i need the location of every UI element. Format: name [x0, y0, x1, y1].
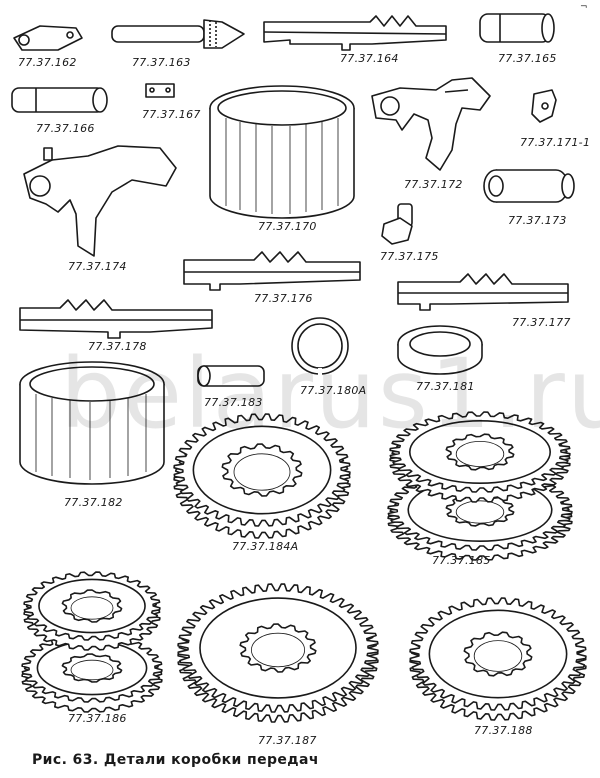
label-77-37-172: 77.37.172: [404, 178, 463, 191]
gear-185-upper: [389, 411, 571, 503]
corner-mark: ¬: [580, 2, 588, 12]
label-77-37-167: 77.37.167: [142, 108, 201, 121]
watermark: belarus1.ru: [60, 338, 600, 450]
part-167-plate: [145, 83, 175, 98]
part-174-shift-fork: [23, 145, 177, 257]
part-172-shift-fork: [371, 77, 491, 171]
part-165-bushing: [479, 13, 555, 43]
part-182-ring: [19, 361, 165, 485]
label-77-37-162: 77.37.162: [18, 56, 77, 69]
gear-184a: [173, 413, 351, 539]
part-177-shift-rod: [397, 273, 569, 311]
figure-caption: Рис. 63. Детали коробки передач: [32, 752, 319, 768]
part-164-shift-rod: [263, 15, 447, 51]
label-77-37-184a: 77.37.184А: [232, 540, 299, 553]
label-77-37-187: 77.37.187: [258, 734, 317, 747]
label-77-37-174: 77.37.174: [68, 260, 127, 273]
label-77-37-165: 77.37.165: [498, 52, 557, 65]
label-77-37-185: 77.37.185: [432, 554, 491, 567]
part-180-snap-ring: [291, 317, 349, 376]
part-181-nut: [397, 325, 483, 375]
part-170-ring: [209, 85, 355, 219]
label-77-37-182: 77.37.182: [64, 496, 123, 509]
label-77-37-173: 77.37.173: [508, 214, 567, 227]
gear-185-lower: [387, 469, 573, 561]
label-77-37-183: 77.37.183: [204, 396, 263, 409]
label-77-37-188: 77.37.188: [474, 724, 533, 737]
label-77-37-180a: 77.37.180А: [300, 384, 367, 397]
label-77-37-181: 77.37.181: [416, 380, 475, 393]
part-166-shaft: [11, 87, 108, 113]
part-178-shift-rod: [19, 299, 213, 339]
label-77-37-164: 77.37.164: [340, 52, 399, 65]
label-77-37-166: 77.37.166: [36, 122, 95, 135]
gear-188: [409, 597, 587, 721]
gear-186-upper: [23, 571, 161, 651]
part-173-sleeve: [483, 169, 575, 203]
label-77-37-178: 77.37.178: [88, 340, 147, 353]
label-77-37-170: 77.37.170: [258, 220, 317, 233]
label-77-37-177: 77.37.177: [512, 316, 571, 329]
label-77-37-175: 77.37.175: [380, 250, 439, 263]
gear-187: [177, 583, 379, 723]
label-77-37-171-1: 77.37.171-1: [520, 136, 591, 149]
part-183-pin: [197, 365, 265, 387]
part-163-pin: [111, 19, 245, 49]
gear-186-lower: [21, 633, 163, 713]
part-175-bolt: [381, 203, 413, 245]
label-77-37-176: 77.37.176: [254, 292, 313, 305]
label-77-37-186: 77.37.186: [68, 712, 127, 725]
part-162-link-plate: [13, 25, 83, 51]
part-176-shift-rod: [183, 251, 361, 291]
label-77-37-163: 77.37.163: [132, 56, 191, 69]
part-171-bracket: [531, 89, 557, 123]
